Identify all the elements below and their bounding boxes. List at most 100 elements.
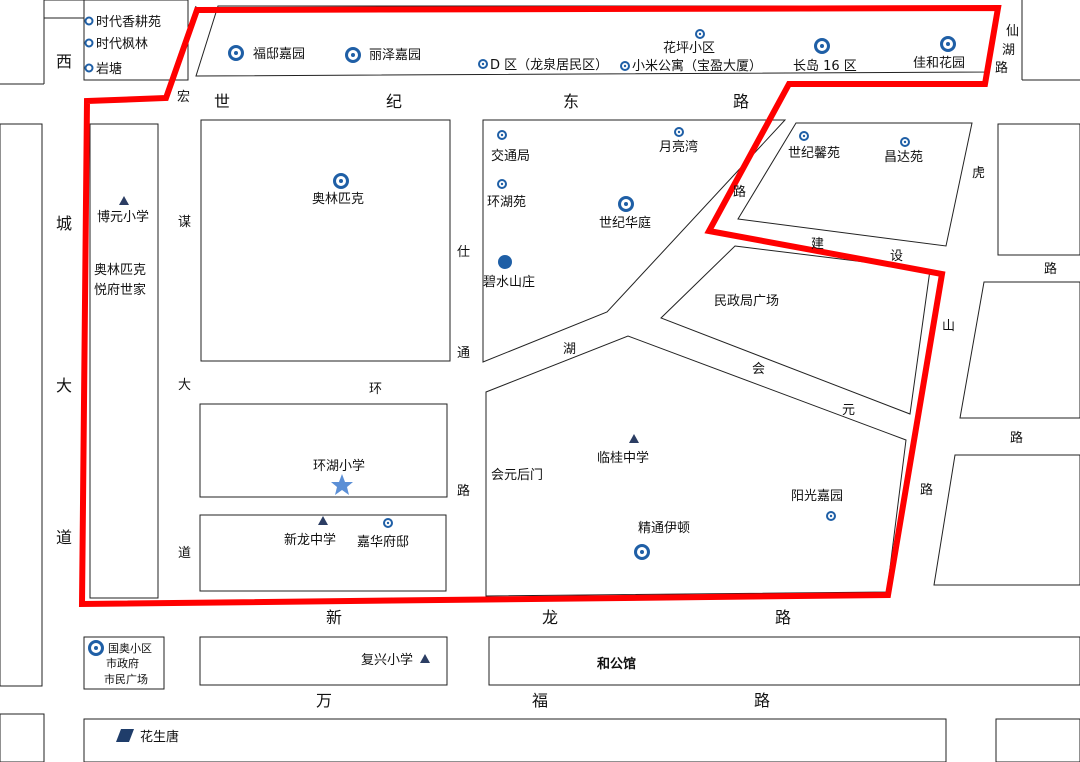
road-huanhu-lu-2: 湖 xyxy=(563,342,576,357)
label-guoao-xiaoqu: 国奥小区 xyxy=(108,641,152,655)
road-shiji-dong-lu-1: 世 xyxy=(214,92,230,111)
road-xianhu-lu-2: 湖 xyxy=(1002,43,1015,58)
parallelogram-marker-icon xyxy=(116,729,134,742)
ring-marker-icon xyxy=(478,59,488,69)
road-hongmou-dadao-2: 谋 xyxy=(178,215,191,230)
road-shiji-dong-lu-3: 东 xyxy=(563,92,579,111)
label-shiji-huating: 世纪华庭 xyxy=(599,215,651,231)
road-xinlong-lu-3: 路 xyxy=(775,608,791,627)
label-yantang: 岩塘 xyxy=(96,61,122,77)
label-huiyuan-houmen: 会元后门 xyxy=(491,468,543,483)
road-shitong-lu-1: 仕 xyxy=(457,245,470,260)
label-lizejiayuan: 丽泽嘉园 xyxy=(369,48,421,63)
label-fuyijiayuan: 福邸嘉园 xyxy=(253,47,305,62)
ring-marker-icon xyxy=(84,63,94,73)
label-fuxing-xiaoxue: 复兴小学 xyxy=(361,652,413,668)
road-xicheng-dadao-1: 西 xyxy=(56,52,72,71)
road-huanhu-lu-3: 路 xyxy=(733,184,746,200)
road-hongmou-dadao-3: 大 xyxy=(178,378,191,393)
label-jiaotongju: 交通局 xyxy=(491,148,530,164)
ring-marker-icon xyxy=(674,127,684,137)
road-shiji-dong-lu-2: 纪 xyxy=(386,92,402,111)
road-xianhu-lu-3: 路 xyxy=(995,60,1008,76)
road-shitong-lu-3: 路 xyxy=(457,483,470,499)
label-lingui-zhongxue: 临桂中学 xyxy=(597,450,649,466)
ring-marker-icon xyxy=(497,179,507,189)
ring-marker-icon xyxy=(228,45,244,61)
label-yangguang-jiayuan: 阳光嘉园 xyxy=(791,489,843,504)
label-huashengtang: 花生唐 xyxy=(140,729,179,745)
road-xinlong-lu-2: 龙 xyxy=(542,608,558,627)
label-shiji-xinyuan: 世纪馨苑 xyxy=(788,145,840,161)
label-shidai-fenglin: 时代枫林 xyxy=(96,37,148,52)
road-huiyuan-lu-2: 元 xyxy=(842,403,855,418)
ring-marker-icon xyxy=(826,511,836,521)
label-jiahe-huayuan: 佳和花园 xyxy=(913,55,965,71)
ring-marker-icon xyxy=(695,29,705,39)
label-shimin-guangchang: 市民广场 xyxy=(104,672,148,686)
label-yueliangwan: 月亮湾 xyxy=(659,139,698,155)
place-labels: 时代香耕苑 时代枫林 岩塘 福邸嘉园 丽泽嘉园 D 区（龙泉居民区） 小米公寓（… xyxy=(94,14,965,745)
road-xinlong-lu-1: 新 xyxy=(326,608,342,627)
star-marker-icon xyxy=(331,474,353,495)
label-shidai-xianggengyuan: 时代香耕苑 xyxy=(96,14,161,30)
label-huaping-xiaoqu: 花坪小区 xyxy=(663,40,715,56)
road-shitong-lu-2: 通 xyxy=(457,346,470,361)
label-xiaomi-gongyu: 小米公寓（宝盈大厦） xyxy=(632,58,762,74)
road-xicheng-dadao-4: 道 xyxy=(56,528,72,547)
road-xicheng-dadao-2: 城 xyxy=(56,214,72,233)
ring-marker-icon xyxy=(940,36,956,52)
label-huanhu-xiaoxue: 环湖小学 xyxy=(313,458,365,474)
filled-marker-icon xyxy=(498,255,512,269)
ring-marker-icon xyxy=(799,131,809,141)
ring-marker-icon xyxy=(333,173,349,189)
road-jianshe-lu-2: 设 xyxy=(890,249,903,264)
label-bishui-shanzhuang: 碧水山庄 xyxy=(483,274,535,290)
ring-marker-icon xyxy=(900,137,910,147)
label-boyuan-xiaoxue: 博元小学 xyxy=(97,209,149,225)
label-xinlong-zhongxue: 新龙中学 xyxy=(284,532,336,548)
label-shizhengfu: 市政府 xyxy=(106,656,139,670)
label-heguan: 和公馆 xyxy=(597,656,636,672)
label-aolinpike-yuefu-2: 悦府世家 xyxy=(94,282,146,298)
road-wanfu-lu-2: 福 xyxy=(532,691,548,710)
road-wanfu-lu-1: 万 xyxy=(316,691,332,710)
label-jingtong-yidun: 精通伊顿 xyxy=(638,521,690,536)
road-jianshe-lu-3: 路 xyxy=(1044,261,1057,277)
label-changdao16: 长岛 16 区 xyxy=(793,58,857,74)
ring-marker-icon xyxy=(383,518,393,528)
road-huiyuan-lu-3: 路 xyxy=(1010,430,1023,446)
label-jiahua-fudi: 嘉华府邸 xyxy=(357,535,409,550)
road-jianshe-lu-1: 建 xyxy=(811,237,824,252)
label-aolinpike: 奥林匹克 xyxy=(312,192,364,207)
road-xicheng-dadao-3: 大 xyxy=(56,376,72,395)
label-minzhengju-guangchang: 民政局广场 xyxy=(714,294,779,309)
ring-marker-icon xyxy=(345,47,361,63)
label-d-qu: D 区（龙泉居民区） xyxy=(490,57,608,73)
map-markers xyxy=(84,16,956,742)
ring-marker-icon xyxy=(618,196,634,212)
ring-marker-icon xyxy=(497,130,507,140)
road-wanfu-lu-3: 路 xyxy=(754,691,770,710)
road-hongmou-dadao-1: 宏 xyxy=(177,90,190,105)
label-changda-yuan: 昌达苑 xyxy=(884,150,923,165)
label-aolinpike-yuefu-1: 奥林匹克 xyxy=(94,263,146,278)
road-hushan-lu-3: 路 xyxy=(920,482,933,498)
road-shiji-dong-lu-4: 路 xyxy=(733,92,749,111)
ring-marker-icon xyxy=(634,544,650,560)
ring-marker-icon xyxy=(88,640,104,656)
road-xianhu-lu-1: 仙 xyxy=(1006,24,1019,39)
road-huanhu-lu-1: 环 xyxy=(369,382,382,397)
road-labels: 世 纪 东 路 新 龙 路 万 福 路 西 城 大 道 宏 谋 大 道 环 湖 … xyxy=(56,24,1057,710)
road-hushan-lu-1: 虎 xyxy=(972,166,985,181)
ring-marker-icon xyxy=(814,38,830,54)
ring-marker-icon xyxy=(620,61,630,71)
district-boundary xyxy=(78,4,1002,608)
ring-marker-icon xyxy=(84,16,94,26)
road-hongmou-dadao-4: 道 xyxy=(178,546,191,561)
label-huanhuyuan: 环湖苑 xyxy=(487,195,526,210)
road-huiyuan-lu-1: 会 xyxy=(752,362,765,377)
ring-marker-icon xyxy=(84,38,94,48)
